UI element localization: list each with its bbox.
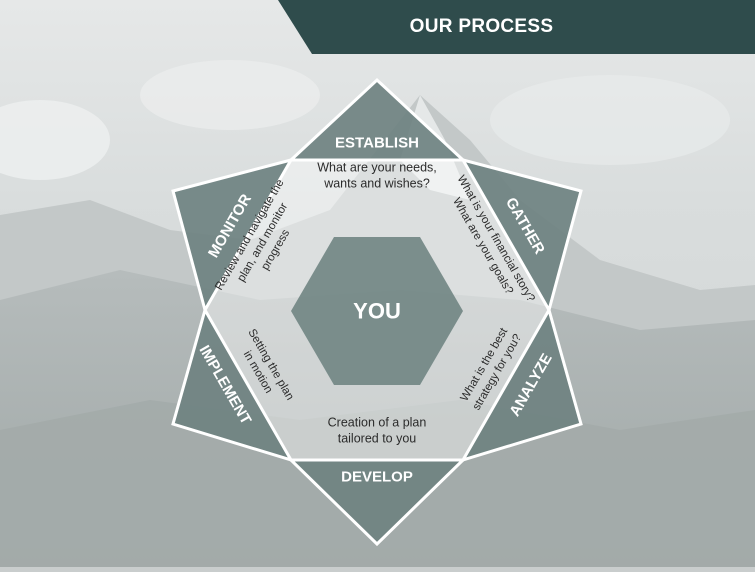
center-hexagon: [291, 237, 463, 385]
star-point-gather: [463, 160, 581, 310]
header-banner: [278, 0, 755, 54]
stage-description-develop: Creation of a plan tailored to you: [328, 415, 427, 445]
star-point-develop: [291, 460, 463, 544]
star-point-analyze: [463, 310, 581, 460]
star-point-monitor: [173, 160, 291, 310]
description-line: tailored to you: [338, 431, 417, 445]
star-point-implement: [173, 310, 291, 460]
description-line: wants and wishes?: [323, 176, 430, 190]
page-title: OUR PROCESS: [409, 16, 554, 37]
inner-hexagon-outline: [203, 158, 551, 462]
description-line: Creation of a plan: [328, 415, 427, 429]
star-point-establish: [291, 80, 463, 160]
stage-name-establish: ESTABLISH: [335, 135, 419, 152]
center-label: YOU: [353, 299, 401, 324]
stage-description-establish: What are your needs, wants and wishes?: [317, 160, 437, 190]
description-line: What are your needs,: [317, 160, 437, 174]
stage-name-develop: DEVELOP: [341, 469, 413, 486]
